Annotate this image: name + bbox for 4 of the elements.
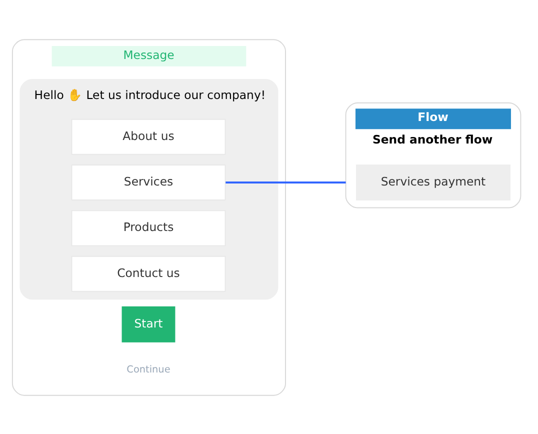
node-text: Continue [126, 364, 170, 375]
node-box: Services [71, 164, 226, 200]
connector [226, 181, 346, 183]
node-label: Start [134, 316, 163, 330]
